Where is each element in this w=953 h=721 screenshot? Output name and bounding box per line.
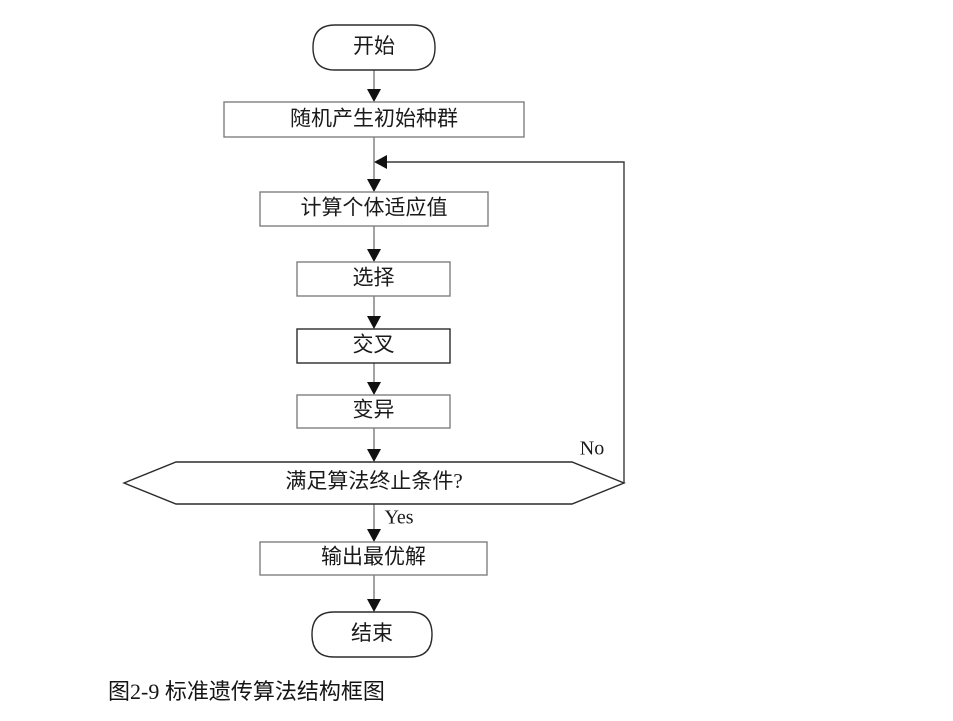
node-fitness[interactable]: 计算个体适应值 xyxy=(259,191,489,227)
output-box xyxy=(259,541,488,576)
figure-caption: 图2-9 标准遗传算法结构框图 xyxy=(108,679,385,704)
node-decision[interactable]: 满足算法终止条件? xyxy=(122,461,626,505)
decision-label: 满足算法终止条件? xyxy=(285,469,462,493)
decision-hexagon-shape xyxy=(122,461,626,505)
arrowhead-init-population xyxy=(367,89,381,102)
arrowhead-selection xyxy=(367,249,381,262)
selection-label: 选择 xyxy=(353,265,395,289)
node-selection[interactable]: 选择 xyxy=(296,261,451,297)
arrowhead-end xyxy=(367,599,381,612)
node-output[interactable]: 输出最优解 xyxy=(259,541,488,576)
node-init-population[interactable]: 随机产生初始种群 xyxy=(223,101,525,138)
end-terminator-shape xyxy=(311,611,433,658)
mutation-label: 变异 xyxy=(353,397,395,421)
output-label: 输出最优解 xyxy=(321,544,426,568)
end-label: 结束 xyxy=(351,621,393,645)
fitness-box xyxy=(259,191,489,227)
crossover-box xyxy=(296,328,451,364)
arrowhead-feedback-loop xyxy=(374,155,387,169)
arrowhead-mutation xyxy=(367,382,381,395)
start-terminator-shape xyxy=(312,24,436,71)
init-population-box xyxy=(223,101,525,138)
connector-layer xyxy=(367,70,625,612)
mutation-box xyxy=(296,394,451,429)
fitness-label: 计算个体适应值 xyxy=(301,195,448,219)
arrowhead-output xyxy=(367,529,381,542)
arrowhead-decision xyxy=(367,449,381,462)
connector-no-feedback-loop xyxy=(381,161,625,483)
node-crossover[interactable]: 交叉 xyxy=(296,328,451,364)
crossover-label: 交叉 xyxy=(353,332,395,356)
branch-label-yes: Yes xyxy=(384,507,413,529)
selection-box xyxy=(296,261,451,297)
arrowhead-fitness xyxy=(367,179,381,192)
node-end[interactable]: 结束 xyxy=(311,611,433,658)
branch-label-no: No xyxy=(580,438,604,460)
node-start[interactable]: 开始 xyxy=(312,24,436,71)
arrowhead-crossover xyxy=(367,316,381,329)
init-population-label: 随机产生初始种群 xyxy=(290,106,458,130)
start-label: 开始 xyxy=(353,34,395,58)
node-mutation[interactable]: 变异 xyxy=(296,394,451,429)
